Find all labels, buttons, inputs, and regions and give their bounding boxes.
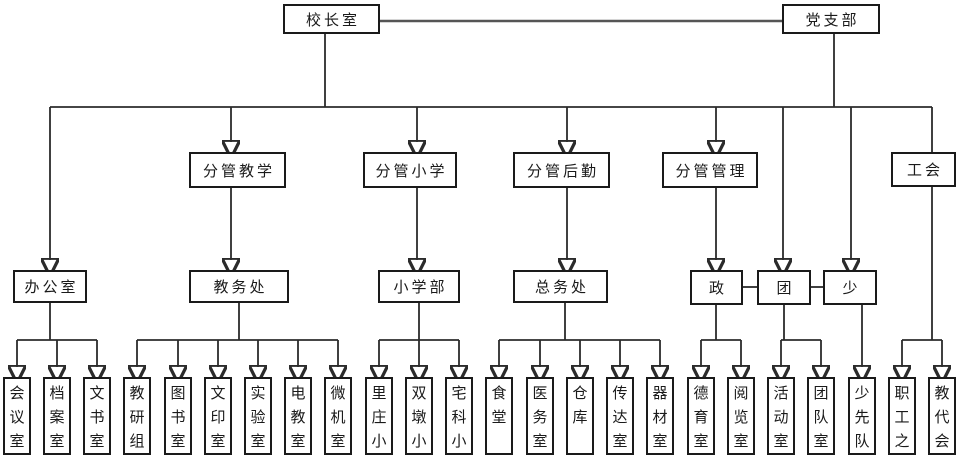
node-av-room: 电 教 室 [284, 377, 312, 455]
node-clerical-room: 文 书 室 [83, 377, 111, 455]
node-shuangdun-primary: 双 墩 小 [405, 377, 433, 455]
node-primary-division: 小学部 [378, 270, 460, 303]
node-clinic: 医 务 室 [526, 377, 554, 455]
node-principal-office: 校长室 [283, 4, 380, 34]
node-moral-education-room: 德 育 室 [687, 377, 715, 455]
node-politics: 政 [690, 270, 743, 305]
node-zhaike-primary: 宅 科 小 [445, 377, 473, 455]
node-staff-congress: 教 代 会 [928, 377, 956, 455]
node-reading-room: 阅 览 室 [727, 377, 755, 455]
node-archives-room: 档 案 室 [43, 377, 71, 455]
node-computer-room: 微 机 室 [324, 377, 352, 455]
node-vp-management: 分管管理 [662, 152, 758, 188]
node-vp-primary: 分管小学 [363, 152, 457, 188]
node-equipment-room: 器 材 室 [646, 377, 674, 455]
node-teaching-research-group: 教 研 组 [123, 377, 151, 455]
node-staff-home: 职 工 之 [888, 377, 916, 455]
node-vp-teaching: 分管教学 [189, 152, 286, 188]
node-lizhuang-primary: 里 庄 小 [365, 377, 393, 455]
node-general-affairs: 总务处 [513, 270, 608, 303]
node-league-team-room: 团 队 室 [807, 377, 835, 455]
node-meeting-room: 会 议 室 [3, 377, 31, 455]
node-vp-logistics: 分管后勤 [513, 152, 610, 188]
node-youth-league: 团 [757, 270, 811, 305]
node-young-pioneers-dept: 少 [823, 270, 877, 305]
node-canteen: 食 堂 [485, 377, 513, 455]
node-warehouse: 仓 库 [566, 377, 594, 455]
node-library-room: 图 书 室 [164, 377, 192, 455]
node-academic-affairs: 教务处 [189, 270, 289, 303]
node-printing-room: 文 印 室 [204, 377, 232, 455]
node-activity-room: 活 动 室 [767, 377, 795, 455]
node-party-branch: 党支部 [782, 4, 880, 34]
node-young-pioneers: 少 先 队 [848, 377, 876, 455]
node-reception-room: 传 达 室 [606, 377, 634, 455]
node-labor-union: 工会 [891, 152, 956, 187]
node-admin-office: 办公室 [13, 270, 87, 303]
node-laboratory: 实 验 室 [244, 377, 272, 455]
